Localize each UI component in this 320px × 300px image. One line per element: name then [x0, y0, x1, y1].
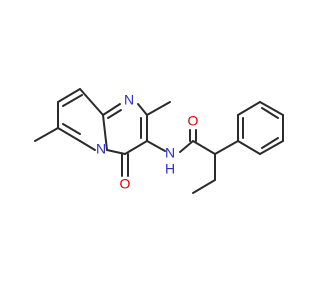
bond [57, 127, 81, 142]
bond [146, 101, 171, 116]
bond [261, 137, 279, 149]
bond [62, 94, 83, 107]
bond [259, 140, 284, 155]
bond [79, 140, 96, 151]
bond [137, 103, 148, 116]
bond [102, 114, 108, 151]
bond [214, 140, 239, 155]
bond [259, 101, 284, 116]
bond [34, 127, 59, 142]
bonds [34, 88, 284, 194]
atom-o-amide-carbonyl: O [188, 113, 199, 129]
bond [57, 88, 81, 103]
atom-n-amide: N [165, 145, 175, 161]
structure-canvas: N N O N H O [34, 88, 284, 194]
bond [179, 140, 194, 153]
bond [62, 123, 81, 135]
atom-o-ring-carbonyl: O [120, 176, 131, 192]
bond [102, 103, 121, 116]
bond [124, 140, 148, 155]
bond [261, 107, 279, 119]
bond [146, 140, 166, 152]
bond [237, 140, 261, 155]
atom-n-bridgehead: N [96, 141, 106, 157]
atom-labels: N N O N H O [96, 92, 199, 192]
bond [79, 88, 104, 116]
atom-h-amide: H [165, 161, 175, 177]
bond [192, 179, 216, 194]
atom-n-ring-top: N [124, 92, 134, 108]
bond [192, 140, 216, 155]
molecule-structure: N N O N H O [34, 88, 284, 194]
bond [237, 101, 261, 116]
bond [107, 109, 122, 119]
